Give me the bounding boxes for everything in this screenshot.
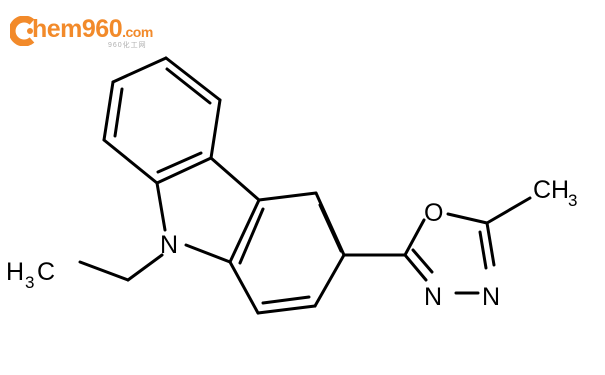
- bond: [111, 56, 168, 84]
- methyl-left-sub: 3: [25, 273, 34, 292]
- bond: [256, 304, 317, 315]
- bond: [257, 191, 318, 202]
- bond: [313, 253, 346, 308]
- bond: [156, 151, 203, 174]
- atom-labels: O N N N CH 3 H 3 C: [6, 176, 577, 311]
- bond: [155, 156, 213, 185]
- bond: [485, 221, 496, 267]
- atom-n-oxadiazole-left: N: [424, 283, 442, 311]
- chem960-logo[interactable]: hem960.com 960化工网: [10, 14, 160, 54]
- bond: [155, 181, 167, 232]
- bond: [238, 207, 265, 265]
- bond: [228, 260, 260, 315]
- bond: [403, 253, 428, 282]
- logo-word-domain: .com: [122, 24, 153, 40]
- methyl-right-ch: CH: [533, 176, 569, 204]
- bond: [261, 295, 311, 305]
- atom-o: O: [424, 199, 443, 227]
- logo-wordmark: hem960.com: [32, 14, 153, 47]
- methyl-left-c: C: [37, 258, 55, 286]
- bond: [184, 243, 232, 264]
- bond: [478, 230, 488, 270]
- bonds: [78, 56, 532, 315]
- bond: [446, 212, 489, 225]
- bond: [78, 260, 130, 282]
- bond: [209, 156, 261, 202]
- bond: [228, 198, 261, 264]
- bond: [102, 80, 115, 142]
- bond: [113, 87, 124, 138]
- bond: [485, 196, 532, 225]
- bond: [411, 248, 434, 274]
- logo-subtitle: 960化工网: [108, 42, 147, 49]
- bond: [126, 253, 164, 282]
- bond: [403, 218, 426, 257]
- logo-c-icon: [10, 16, 35, 46]
- methyl-left-h: H: [6, 258, 24, 286]
- methyl-right-sub: 3: [568, 191, 577, 210]
- logo-word-main: hem960: [32, 15, 123, 43]
- bond: [318, 203, 343, 253]
- bond: [164, 56, 222, 102]
- atom-n-oxadiazole-right: N: [482, 283, 500, 311]
- atom-n-carbazole: N: [160, 231, 178, 259]
- bond: [209, 98, 222, 160]
- bond: [165, 67, 212, 105]
- bond: [102, 138, 159, 185]
